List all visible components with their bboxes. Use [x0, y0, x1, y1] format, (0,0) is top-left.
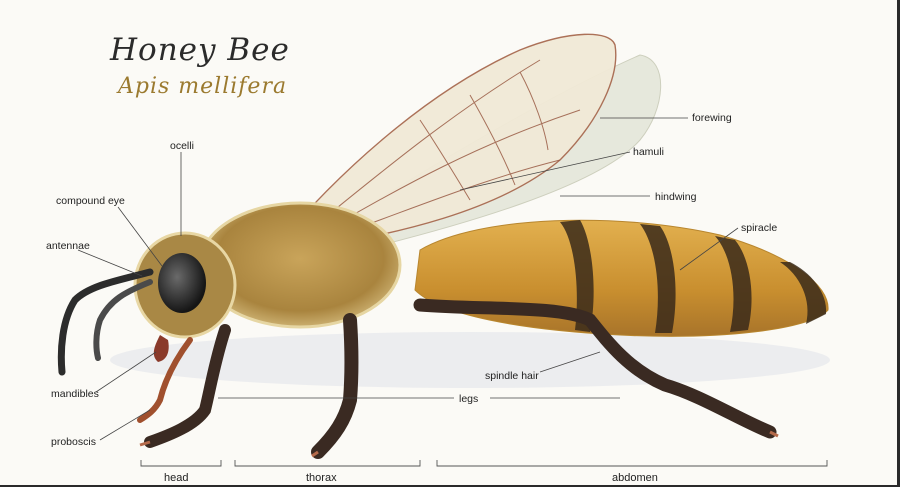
- abdomen-shape: [415, 220, 828, 336]
- segment-abdomen: abdomen: [612, 472, 658, 484]
- segment-head: head: [164, 472, 188, 484]
- compound-eye-shape: [158, 253, 206, 313]
- label-mandibles: mandibles: [51, 388, 99, 400]
- label-spindle-hair: spindle hair: [485, 370, 539, 382]
- segment-thorax: thorax: [306, 472, 337, 484]
- scientific-name: Apis mellifera: [118, 74, 287, 99]
- label-hamuli: hamuli: [633, 146, 664, 158]
- label-proboscis: proboscis: [51, 436, 96, 448]
- label-spiracle: spiracle: [741, 222, 777, 234]
- label-antennae: antennae: [46, 240, 90, 252]
- label-forewing: forewing: [692, 112, 732, 124]
- page-title: Honey Bee: [110, 32, 290, 68]
- label-legs: legs: [459, 393, 478, 405]
- label-ocelli: ocelli: [170, 140, 194, 152]
- label-hindwing: hindwing: [655, 191, 696, 203]
- leg-tips: [140, 432, 778, 456]
- label-compound-eye: compound eye: [56, 195, 125, 207]
- segment-brackets: [141, 460, 827, 466]
